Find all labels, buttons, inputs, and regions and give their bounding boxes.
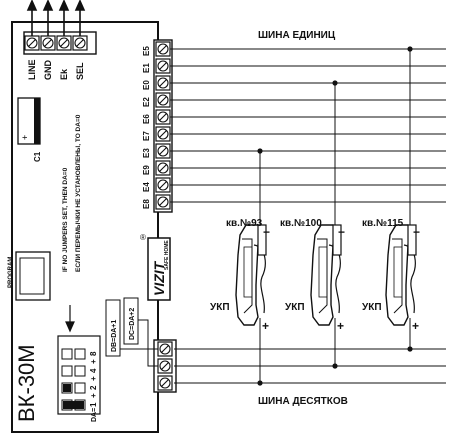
capacitor-c1: + C1	[17, 97, 42, 162]
device-label: УКП	[285, 302, 305, 313]
apartment-label: кв.№115	[362, 218, 404, 229]
vizit-logo: VIZIT SAFE HOME ®	[140, 233, 171, 301]
jumper-note-english: IF NO JUMPERS SET, THEN DA=0	[62, 167, 69, 272]
dip-value-8: 8	[89, 351, 98, 356]
svg-text:E7: E7	[142, 131, 151, 141]
dip-plus-1: +	[89, 393, 98, 398]
program-label: PROGRAM	[8, 257, 14, 288]
terminal-label-ek: Ek	[59, 68, 69, 80]
device-label: УКП	[362, 302, 382, 313]
terminal-label-sel: SEL	[75, 62, 85, 80]
svg-text:E6: E6	[142, 114, 151, 124]
db-label: DB=DA+1	[111, 320, 118, 352]
handset-apartment-115: кв.№115 УКП − +	[362, 218, 420, 333]
apartment-label: кв.№93	[226, 218, 263, 229]
tens-bus-label: ШИНА ДЕСЯТКОВ	[258, 396, 348, 407]
svg-text:E8: E8	[142, 199, 151, 209]
minus-mark: −	[338, 225, 345, 239]
dip-label: DA=	[91, 408, 98, 422]
units-bus-lines	[170, 48, 446, 203]
program-connector: PROGRAM	[8, 251, 51, 301]
plus-mark: +	[412, 319, 419, 333]
capacitor-label: C1	[33, 151, 42, 162]
svg-text:E3: E3	[142, 148, 151, 158]
svg-text:+: +	[20, 135, 30, 140]
units-terminal-labels: E5 E1 E0 E2 E6 E7 E3 E9 E4 E8	[142, 46, 151, 209]
svg-text:SAFE HOME: SAFE HOME	[164, 240, 170, 270]
handset-apartment-100: кв.№100 УКП − +	[280, 218, 345, 333]
svg-text:E9: E9	[142, 165, 151, 175]
apartment-label: кв.№100	[280, 218, 322, 229]
units-terminal-strip	[153, 39, 173, 213]
top-terminal-block	[23, 31, 97, 55]
minus-mark: −	[413, 225, 420, 239]
dip-arrow	[65, 305, 75, 333]
dip-switch-block: DA= 1 + 2 + 4 + 8	[57, 335, 101, 422]
dip-plus-3: +	[89, 359, 98, 364]
dip-value-4: 4	[89, 368, 98, 373]
dip-value-2: 2	[89, 385, 98, 390]
terminal-label-line: LINE	[27, 59, 37, 80]
plus-mark: +	[262, 319, 269, 333]
units-bus-label: ШИНА ЕДИНИЦ	[258, 30, 336, 41]
dip-plus-2: +	[89, 376, 98, 381]
minus-mark: −	[263, 225, 270, 239]
svg-text:E0: E0	[142, 80, 151, 90]
svg-text:E4: E4	[142, 182, 151, 192]
device-label: УКП	[210, 302, 230, 313]
model-label: ВК-30М	[14, 344, 39, 422]
svg-text:E5: E5	[142, 46, 151, 56]
junction-dots	[257, 46, 413, 386]
svg-text:E1: E1	[142, 63, 151, 73]
output-arrows	[26, 0, 86, 36]
svg-text:VIZIT: VIZIT	[151, 260, 167, 296]
terminal-label-gnd: GND	[43, 60, 53, 81]
registered-mark: ®	[140, 233, 146, 242]
dc-label: DC=DA+2	[129, 308, 136, 340]
jumper-note-russian: ЕСЛИ ПЕРЕМЫЧКИ НЕ УСТАНОВЛЕНЫ, ТО DA=0	[75, 114, 82, 272]
svg-text:E2: E2	[142, 97, 151, 107]
handset-wires	[259, 49, 411, 383]
handset-apartment-93: кв.№93 УКП − +	[210, 218, 270, 333]
dip-value-1: 1	[89, 402, 98, 407]
tens-bus-lines	[174, 348, 446, 384]
plus-mark: +	[337, 319, 344, 333]
tens-labels: DB=DA+1 DC=DA+2	[105, 297, 158, 367]
